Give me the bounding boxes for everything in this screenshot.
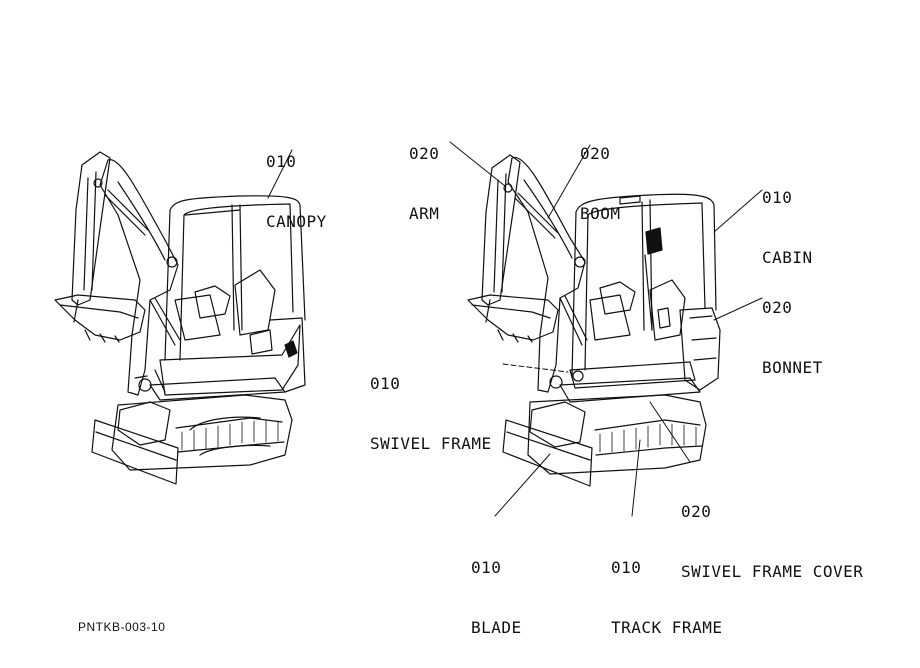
- label-cabin-name: CABIN: [762, 248, 813, 267]
- label-swivel-frame-cover-name: SWIVEL FRAME COVER: [681, 562, 864, 581]
- leader-track-frame: [632, 440, 640, 516]
- label-boom: 020 BOOM: [580, 104, 621, 244]
- label-track-frame-code: 010: [611, 558, 642, 577]
- label-swivel-frame-name: SWIVEL FRAME: [370, 434, 492, 453]
- label-track-frame-name: TRACK FRAME: [611, 618, 723, 637]
- label-blade-code: 010: [471, 558, 502, 577]
- label-arm-code: 020: [409, 144, 440, 163]
- label-swivel-frame-cover-code: 020: [681, 502, 712, 521]
- leader-bonnet: [714, 298, 762, 320]
- leader-swivel-frame: [503, 364, 568, 372]
- label-boom-name: BOOM: [580, 204, 621, 223]
- label-canopy: 010 CANOPY: [266, 112, 327, 252]
- label-arm-name: ARM: [409, 204, 440, 223]
- leader-lines: [268, 142, 762, 516]
- label-swivel-frame-code: 010: [370, 374, 401, 393]
- label-track-frame: 010 TRACK FRAME: [611, 518, 722, 658]
- label-canopy-code: 010: [266, 152, 297, 171]
- leader-arm: [450, 142, 505, 186]
- leader-boom: [548, 145, 590, 218]
- label-boom-code: 020: [580, 144, 611, 163]
- excavator-canopy-illustration: [55, 152, 305, 484]
- label-bonnet-name: BONNET: [762, 358, 823, 377]
- leader-swivel-frame-cover: [650, 402, 690, 462]
- leader-canopy: [268, 150, 292, 198]
- label-bonnet-code: 020: [762, 298, 793, 317]
- excavator-cabin-illustration: [468, 155, 720, 486]
- label-arm: 020 ARM: [409, 104, 439, 244]
- label-cabin: 010 CABIN: [762, 148, 813, 288]
- leader-cabin: [714, 190, 762, 232]
- label-blade-name: BLADE: [471, 618, 522, 637]
- label-cabin-code: 010: [762, 188, 793, 207]
- label-bonnet: 020 BONNET: [762, 258, 823, 398]
- label-swivel-frame: 010 SWIVEL FRAME: [370, 334, 492, 474]
- leader-blade: [495, 454, 550, 516]
- figure-code: PNTKB-003-10: [78, 620, 166, 634]
- label-swivel-frame-cover: 020 SWIVEL FRAME COVER: [681, 462, 863, 602]
- label-blade: 010 BLADE: [471, 518, 522, 658]
- label-canopy-name: CANOPY: [266, 212, 327, 231]
